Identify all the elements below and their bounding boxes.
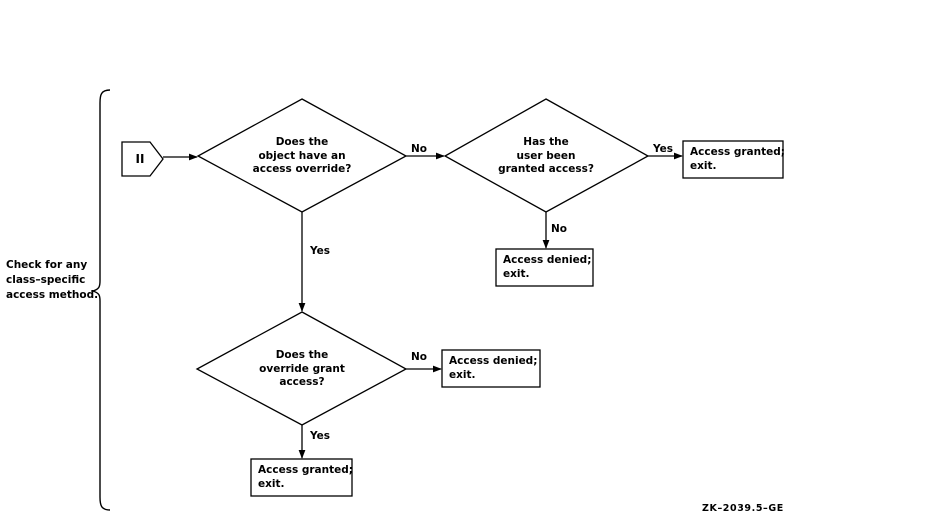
edge-label-granted-no: No <box>551 223 568 235</box>
decision-override-grant-label: Does the override grant access? <box>259 348 345 388</box>
edge-label-granted-yes: Yes <box>653 143 674 155</box>
decision-override-label: Does the object have an access override? <box>252 135 352 175</box>
start-symbol <box>121 141 164 177</box>
section-label: Check for any class–specific access meth… <box>6 259 99 301</box>
granted-bottom-box <box>250 458 353 497</box>
edge-label-override-grant-yes: Yes <box>310 430 331 442</box>
denied-top-box <box>495 248 594 287</box>
denied-bottom-label: Access denied; exit. <box>449 355 538 381</box>
denied-top-label: Access denied; exit. <box>503 254 592 280</box>
granted-bottom-label: Access granted; exit. <box>258 464 353 490</box>
granted-top-label: Access granted; exit. <box>690 146 785 172</box>
edge-label-override-no: No <box>411 143 428 155</box>
start-symbol-glyph: II <box>135 152 145 166</box>
edge-label-override-grant-no: No <box>411 351 428 363</box>
decision-granted-label: Has the user been granted access? <box>498 135 594 175</box>
granted-top-box <box>682 140 784 179</box>
denied-bottom-box <box>441 349 541 388</box>
edge-label-override-yes: Yes <box>310 245 331 257</box>
section-brace <box>90 89 111 511</box>
figure-id-label: ZK–2039.5–GE <box>702 503 784 514</box>
